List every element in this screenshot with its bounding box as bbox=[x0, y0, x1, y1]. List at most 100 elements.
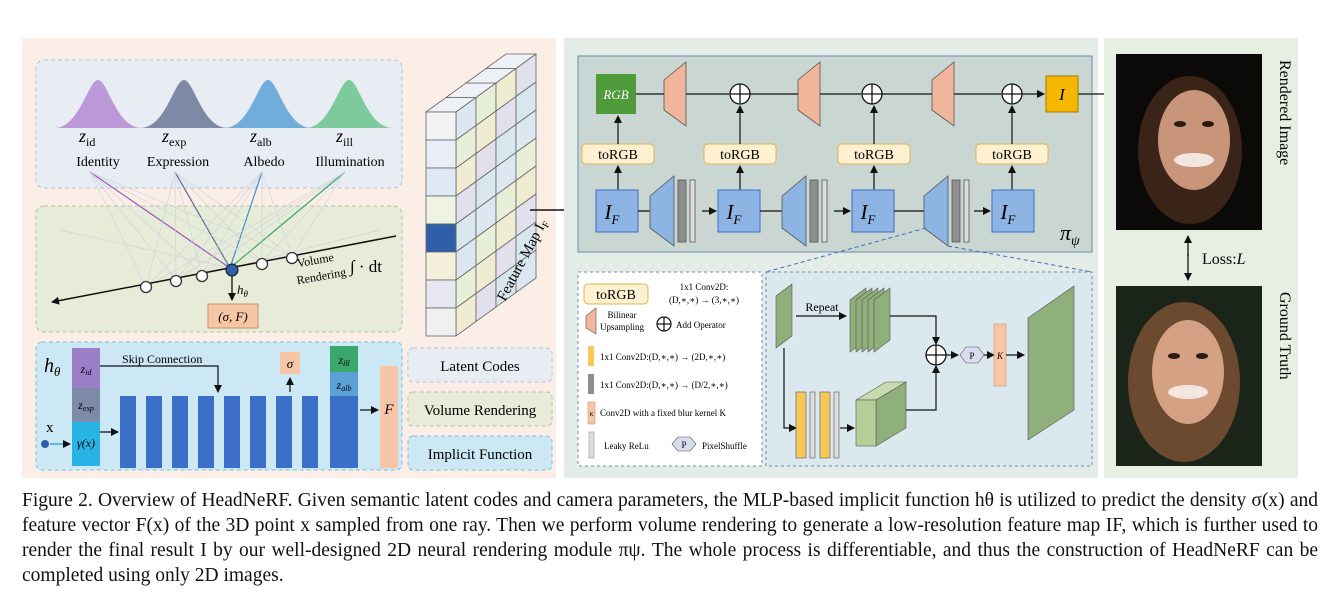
torgb-arrows bbox=[614, 105, 1016, 190]
detail-repeat-label: Repeat bbox=[805, 300, 839, 314]
torgb-label-4: toRGB bbox=[992, 148, 1032, 163]
volume-label: Volume bbox=[296, 250, 335, 270]
mlp-layer bbox=[302, 396, 318, 468]
upsample-blocks-top bbox=[663, 61, 955, 127]
feature-map-cell bbox=[425, 195, 457, 225]
expression-label: Expression bbox=[147, 155, 209, 170]
gamma-x-input bbox=[72, 422, 100, 466]
ray-sample-points bbox=[139, 251, 299, 294]
z-id-input-label: zid bbox=[80, 362, 93, 377]
detail-repeat-to-add bbox=[890, 315, 940, 345]
torgb-label-1: toRGB bbox=[598, 148, 638, 163]
x-input-label: x bbox=[46, 420, 54, 436]
legend-implicit-function-label: Implicit Function bbox=[428, 447, 533, 463]
mlp-layer bbox=[224, 396, 240, 468]
z-exp-symbol: zexp bbox=[161, 126, 186, 149]
legend-torgb-desc-1: 1x1 Conv2D: bbox=[680, 282, 729, 292]
caption-text: Figure 2. Overview of HeadNeRF. Given se… bbox=[22, 490, 1318, 586]
final-mlp-layer bbox=[330, 396, 358, 468]
loss-label: Loss:L bbox=[1202, 251, 1246, 268]
legend-latent-codes-label: Latent Codes bbox=[440, 359, 520, 375]
legend-add-label: Add Operator bbox=[676, 320, 726, 330]
skip-connection-label: Skip Connection bbox=[122, 352, 202, 366]
detail-cube-to-add bbox=[906, 365, 940, 411]
mlp-layers bbox=[120, 396, 318, 468]
ground-truth-label: Ground Truth bbox=[1276, 292, 1293, 380]
detail-lower-branch bbox=[783, 348, 797, 432]
if-label-4: IF bbox=[1000, 200, 1017, 227]
latent-connection-lines bbox=[59, 171, 381, 288]
feature-map-cell bbox=[425, 167, 457, 197]
detail-repeated-features bbox=[849, 287, 891, 353]
z-id-input bbox=[72, 348, 100, 388]
legend-blur-icon bbox=[587, 401, 596, 425]
if-boxes bbox=[595, 189, 1035, 233]
albedo-label: Albedo bbox=[243, 155, 284, 170]
legend-pixelshuffle-p: P bbox=[681, 440, 686, 450]
legend-convhalf-label: 1x1 Conv2D:(D,∗,∗) → (D/2,∗,∗) bbox=[600, 380, 728, 390]
torgb-label-2: toRGB bbox=[720, 148, 760, 163]
legend-torgb-desc-2: (D,∗,∗) → (3,∗,∗) bbox=[669, 295, 739, 305]
mlp-layer bbox=[172, 396, 188, 468]
f-output-box bbox=[380, 366, 398, 468]
expansion-lines bbox=[765, 227, 1093, 273]
detail-cube bbox=[854, 381, 908, 447]
legend-conv2d-label: 1x1 Conv2D:(D,∗,∗) → (2D,∗,∗) bbox=[600, 352, 725, 362]
z-ill-symbol: zill bbox=[335, 126, 354, 149]
legend-blur-k: K bbox=[588, 412, 594, 418]
z-alb-input bbox=[330, 372, 358, 396]
detail-blur-k: K bbox=[996, 351, 1004, 361]
z-alb-symbol: zalb bbox=[249, 126, 272, 149]
h-theta-label: hθ bbox=[237, 282, 249, 299]
mlp-layer bbox=[146, 396, 162, 468]
sigma-output-box bbox=[280, 352, 300, 374]
z-id-symbol: zid bbox=[78, 126, 95, 149]
sigma-f-box bbox=[207, 303, 259, 329]
figure-caption: Figure 2. Overview of HeadNeRF. Given se… bbox=[22, 488, 1318, 588]
volume-rendering-box bbox=[35, 205, 403, 333]
headnerf-overview-figure: zid zexp zalb zill Identity Expression A… bbox=[22, 38, 1298, 478]
legend-bilinear-icon bbox=[585, 307, 597, 335]
if-label-3: IF bbox=[860, 200, 877, 227]
mlp-layer bbox=[120, 396, 136, 468]
legend-blur-label: Conv2D with a fixed blur kernel K bbox=[600, 408, 726, 418]
legend-latent-codes bbox=[407, 347, 553, 383]
output-i-box bbox=[1045, 75, 1079, 113]
rgb-box bbox=[596, 74, 636, 114]
mlp-layer bbox=[276, 396, 292, 468]
integral-label: ∫ · dt bbox=[349, 257, 382, 277]
gamma-x-label: γ(x) bbox=[77, 436, 95, 450]
if-label-1: IF bbox=[604, 200, 621, 227]
legend-conv2d-icon bbox=[588, 346, 594, 366]
if-label-2: IF bbox=[726, 200, 743, 227]
mlp-layer bbox=[250, 396, 266, 468]
latent-codes-box bbox=[35, 59, 403, 189]
identity-label: Identity bbox=[76, 155, 120, 170]
output-i-label: I bbox=[1058, 85, 1066, 104]
z-exp-input-label: zexp bbox=[77, 398, 94, 413]
pi-psi-label: πψ bbox=[1060, 220, 1080, 249]
torgb-label-3: toRGB bbox=[854, 148, 894, 163]
legend-leaky-icon bbox=[588, 431, 595, 459]
detail-add-icon bbox=[925, 344, 947, 366]
legend-bilinear-1: Bilinear bbox=[608, 310, 637, 320]
z-alb-input-label: zalb bbox=[336, 378, 352, 393]
z-exp-input bbox=[72, 388, 100, 422]
rendered-image bbox=[1116, 54, 1262, 230]
camera-ray bbox=[51, 235, 397, 305]
legend-pixelshuffle-label: PixelShuffle bbox=[702, 441, 747, 451]
legend-bilinear-2: Upsampling bbox=[600, 322, 644, 332]
detail-conv-layers bbox=[795, 391, 840, 459]
ground-truth-image bbox=[1116, 286, 1262, 466]
legend-torgb-label: toRGB bbox=[596, 288, 636, 303]
sigma-f-label: (σ, F) bbox=[218, 309, 248, 324]
legend-volume-rendering-label: Volume Rendering bbox=[424, 403, 537, 419]
feature-map-cell bbox=[425, 251, 457, 281]
x-point bbox=[41, 440, 49, 448]
feature-map-cell bbox=[515, 249, 537, 294]
detail-output-feature bbox=[1027, 285, 1075, 441]
feature-map-cell bbox=[425, 223, 457, 253]
legend-implicit-function bbox=[407, 435, 553, 471]
z-ill-input bbox=[330, 346, 358, 372]
z-ill-input-label: zill bbox=[337, 353, 350, 368]
